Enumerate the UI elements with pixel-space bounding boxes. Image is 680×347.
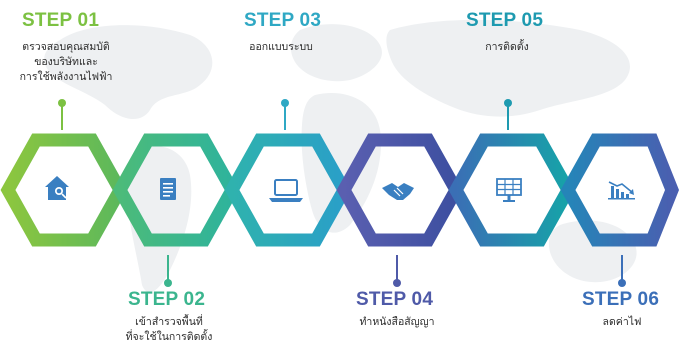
laptop-icon: [269, 179, 303, 202]
step-02-description: เข้าสำรวจพื้นที่ ที่จะใช้ในการติดตั้ง: [110, 315, 228, 345]
step-01-dot: [58, 99, 66, 107]
hexagon-chain: [0, 133, 680, 247]
step-06-description: ลดค่าไฟ: [572, 315, 672, 330]
step-01-line-1: ตรวจสอบคุณสมบัติ: [22, 41, 110, 53]
step-05-description: การติดตั้ง: [452, 40, 562, 55]
step-06-dot: [618, 279, 626, 287]
step-04-title: STEP 04: [356, 289, 434, 310]
step-05-title: STEP 05: [466, 10, 544, 31]
step-06-hexagon: [560, 133, 680, 247]
document-icon: [160, 178, 176, 200]
step-03-dot: [281, 99, 289, 107]
step-02-dot: [164, 279, 172, 287]
step-06-title: STEP 06: [582, 289, 660, 310]
falling-chart-icon: [608, 181, 635, 200]
step-03-description: ออกแบบระบบ: [226, 40, 336, 55]
step-05-dot: [504, 99, 512, 107]
step-05-line-1: การติดตั้ง: [485, 41, 529, 53]
step-02-line-1: เข้าสำรวจพื้นที่: [135, 316, 203, 328]
step-04-dot: [393, 279, 401, 287]
house-search-icon: [45, 176, 69, 200]
step-03-line-1: ออกแบบระบบ: [249, 41, 313, 53]
step-01-line-3: การใช้พลังงานไฟฟ้า: [19, 71, 113, 83]
step-06-line-1: ลดค่าไฟ: [602, 316, 642, 328]
step-04-line-1: ทำหนังสือสัญญา: [359, 316, 435, 328]
step-01-description: ตรวจสอบคุณสมบัติ ของบริษัทและ การใช้พลัง…: [2, 40, 130, 85]
connectors: [58, 99, 626, 287]
handshake-icon: [382, 183, 414, 200]
step-02-title: STEP 02: [128, 289, 206, 310]
step-01-title: STEP 01: [22, 10, 100, 31]
solar-panel-icon: [496, 178, 522, 202]
step-01-line-2: ของบริษัทและ: [34, 56, 98, 68]
step-04-description: ทำหนังสือสัญญา: [338, 315, 456, 330]
step-03-title: STEP 03: [244, 10, 322, 31]
step-02-line-2: ที่จะใช้ในการติดตั้ง: [125, 331, 213, 343]
